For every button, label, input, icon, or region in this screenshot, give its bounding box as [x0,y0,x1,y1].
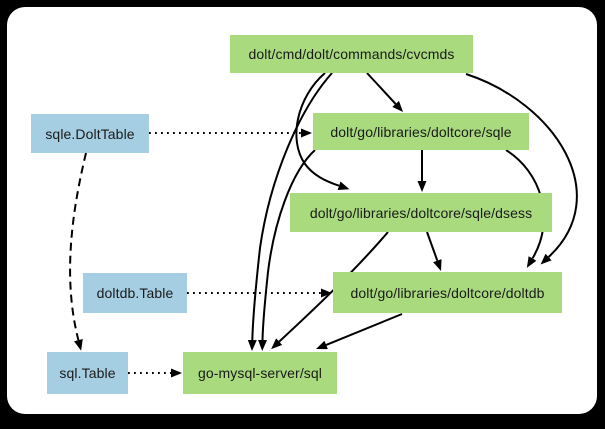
node-sqle-dsess: dolt/go/libraries/doltcore/sqle/dsess [290,193,552,232]
edge-sqledolttable-to-sqltable [69,152,87,351]
node-sql-table: sql.Table [47,352,128,394]
edge-cvcmds-to-dsess [295,72,350,190]
edge-cvcmds-to-sqle [366,72,404,112]
edge-sqle-to-gms [258,149,316,351]
node-sqle-dolttable: sqle.DoltTable [31,114,149,153]
node-sqle: dolt/go/libraries/doltcore/sqle [313,113,529,150]
edge-dsess-to-doltdb [426,231,442,271]
node-go-mysql-server-sql: go-mysql-server/sql [183,352,337,394]
node-doltdb-table: doltdb.Table [83,273,187,313]
node-doltdb: dolt/go/libraries/doltcore/doltdb [333,272,562,313]
edge-doltdb-to-gms [316,313,403,350]
node-cvcmds: dolt/cmd/dolt/commands/cvcmds [230,35,473,73]
edge-cvcmds-to-doltdb [465,73,578,265]
edge-cvcmds-to-gms [247,72,333,351]
